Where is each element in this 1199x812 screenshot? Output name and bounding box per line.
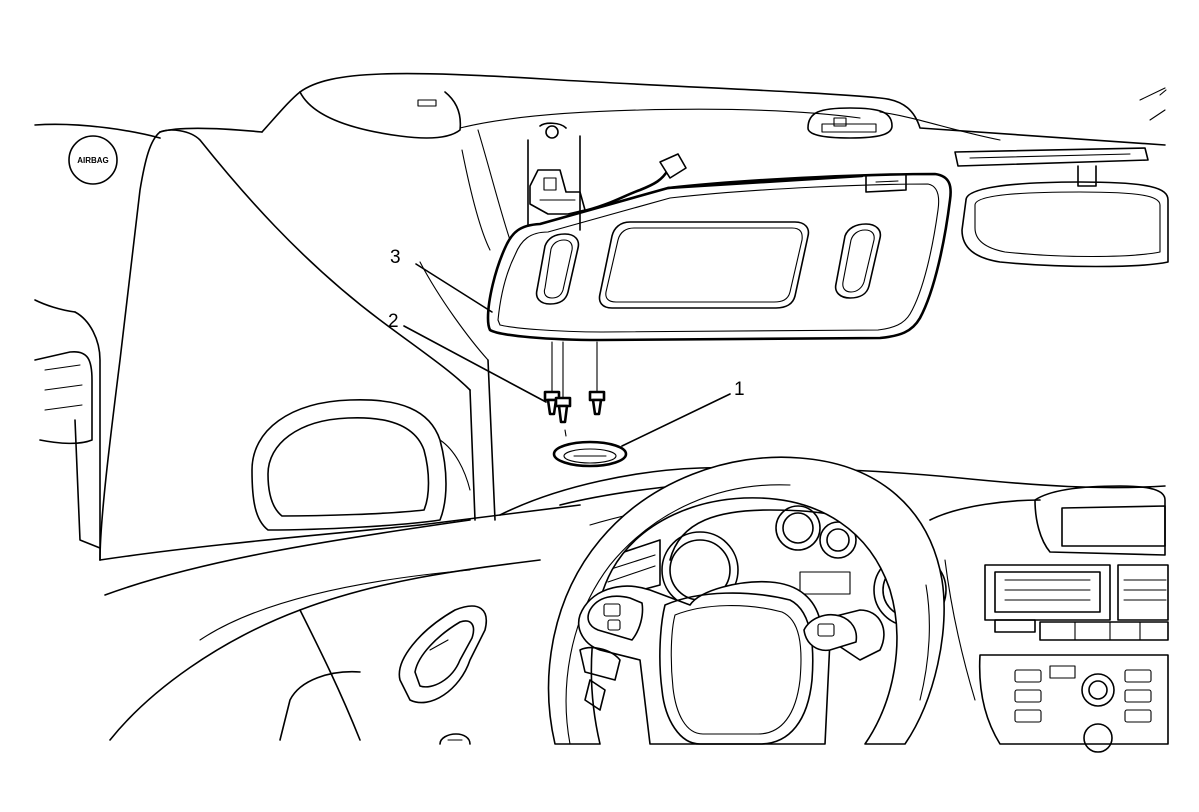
center-stack-controls (978, 654, 1169, 753)
visor-hinge-and-wiring (527, 122, 907, 231)
leader-line-2 (403, 325, 547, 403)
center-display (1034, 485, 1166, 556)
door-panel (99, 504, 581, 741)
callout-label-3: 3 (390, 247, 401, 268)
side-mirror (251, 399, 471, 531)
steering-left-controls (587, 595, 644, 641)
visor-vanity-mirror (598, 221, 810, 309)
seat-back (34, 123, 161, 561)
steering-wheel (547, 456, 945, 745)
leader-line-1 (621, 393, 731, 447)
airbag-badge-text: AIRBAG (77, 156, 109, 165)
steering-right-controls (803, 614, 858, 652)
steering-wheel-hub (578, 580, 885, 745)
overhead-light (807, 107, 893, 139)
airbag-badge: AIRBAG (68, 135, 118, 185)
visor-light-left (535, 233, 580, 305)
rear-view-mirror (954, 147, 1169, 268)
screw-right (588, 390, 606, 416)
callout-leaders (403, 263, 731, 447)
screw-middle (554, 396, 572, 424)
sun-visor (486, 172, 952, 342)
callout-label-1: 1 (734, 379, 745, 400)
door-handle (398, 605, 487, 704)
center-air-vents (984, 564, 1169, 621)
headliner (159, 72, 1167, 146)
callout-label-2: 2 (388, 311, 399, 332)
visor-light-right (834, 223, 882, 299)
a-pillar (99, 129, 511, 561)
center-button-strip (994, 619, 1169, 641)
turn-signal-stalk (579, 646, 621, 711)
roof-grab-handle (299, 91, 462, 139)
door-lock-knob (439, 733, 471, 745)
leader-line-3 (415, 263, 493, 313)
visor-clip-cap (552, 440, 628, 468)
visor-screws (543, 341, 606, 437)
